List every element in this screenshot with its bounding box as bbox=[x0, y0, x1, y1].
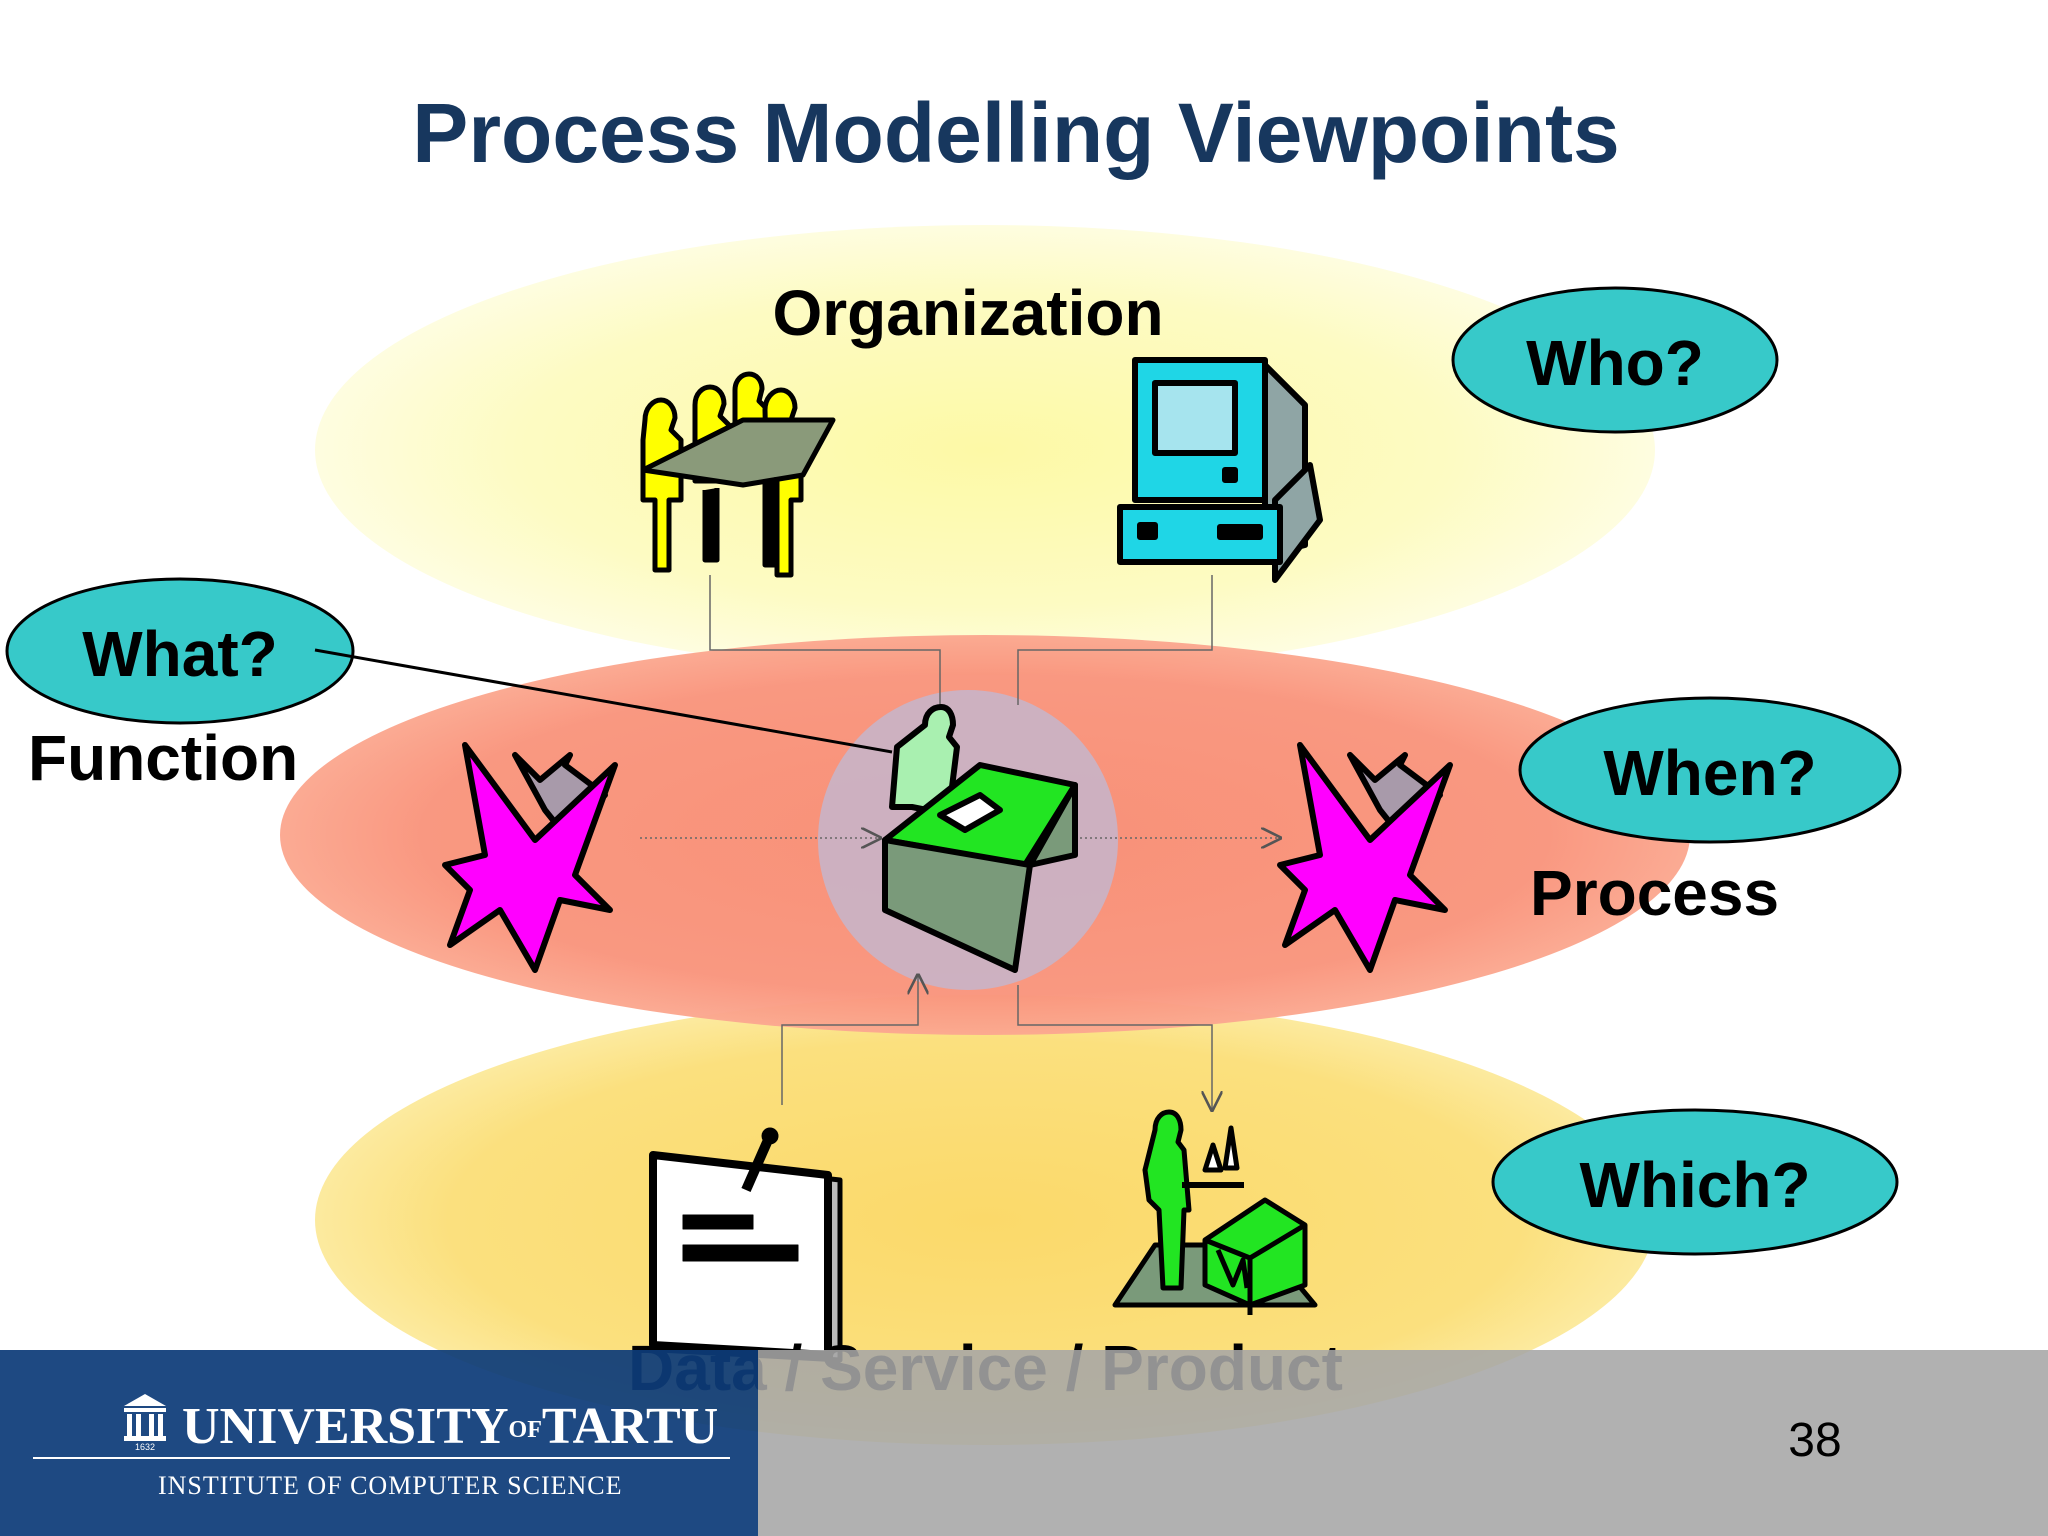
document-icon bbox=[649, 1127, 843, 1363]
page-number: 38 bbox=[1788, 1414, 1841, 1467]
university-crest-icon: 1632 bbox=[124, 1394, 166, 1452]
what-bubble: What? bbox=[5, 577, 893, 754]
worker-at-desk-icon bbox=[882, 704, 1078, 973]
computer-icon bbox=[1117, 357, 1323, 583]
event-burst-icon bbox=[1277, 742, 1453, 973]
when-question: When? bbox=[1603, 737, 1816, 809]
footer-blue-band bbox=[0, 1350, 758, 1536]
when-bubble: When? bbox=[1518, 696, 1902, 844]
footer: 1632 UNIVERSITYOFTARTU INSTITUTE OF COMP… bbox=[0, 1350, 2048, 1536]
organization-label: Organization bbox=[772, 277, 1163, 349]
function-label: Function bbox=[28, 722, 298, 794]
organization-layer-ellipse bbox=[315, 225, 1655, 675]
university-name: UNIVERSITYOFTARTU bbox=[182, 1398, 718, 1455]
slide-title: Process Modelling Viewpoints bbox=[412, 86, 1619, 180]
event-burst-icon bbox=[442, 742, 618, 973]
who-bubble: Who? bbox=[1451, 286, 1779, 434]
institute-name: INSTITUTE OF COMPUTER SCIENCE bbox=[158, 1471, 623, 1500]
meeting-people-icon bbox=[640, 371, 836, 578]
who-question: Who? bbox=[1526, 327, 1704, 399]
connectors bbox=[640, 575, 1280, 1110]
process-label: Process bbox=[1530, 857, 1779, 929]
footer-gray-band bbox=[758, 1350, 2048, 1536]
waiter-service-icon bbox=[1112, 1109, 1318, 1315]
crest-year: 1632 bbox=[135, 1442, 155, 1452]
which-question: Which? bbox=[1579, 1149, 1810, 1221]
which-bubble: Which? bbox=[1491, 1108, 1899, 1256]
what-question: What? bbox=[82, 618, 278, 690]
